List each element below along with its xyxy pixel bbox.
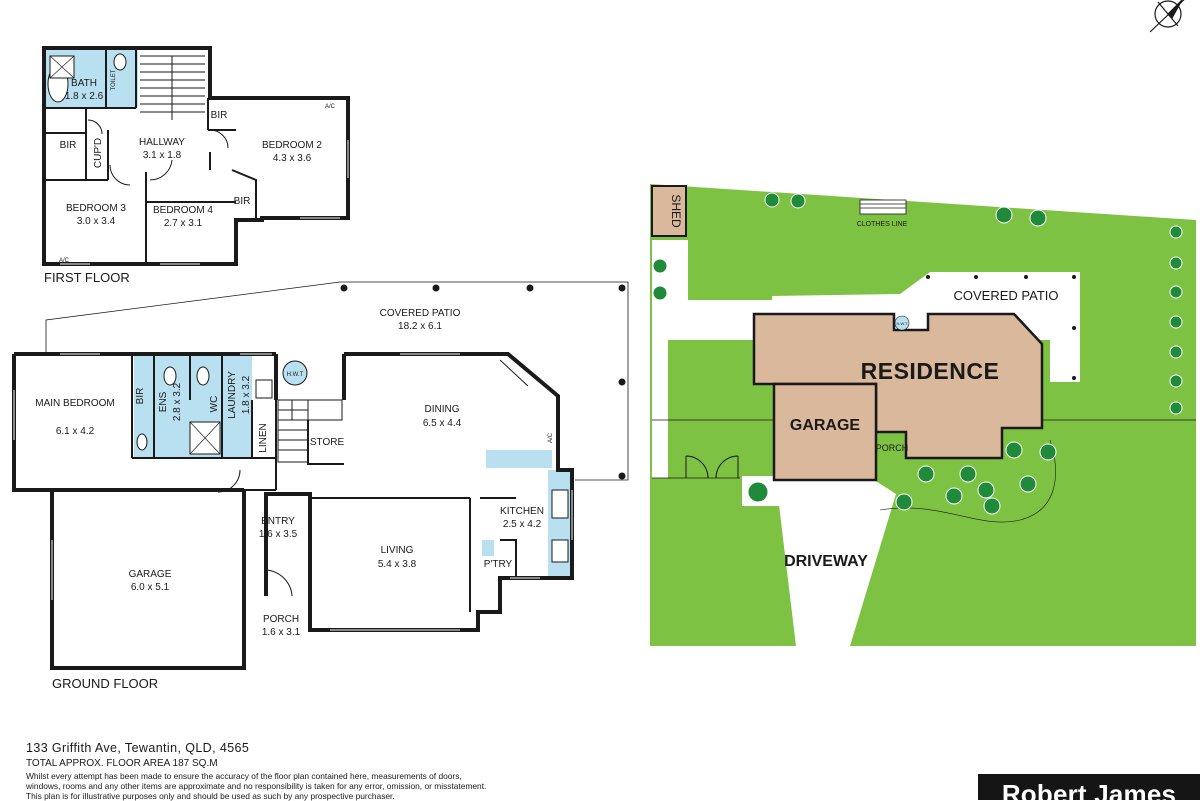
room-main-bedroom-name: MAIN BEDROOM <box>35 398 114 409</box>
site-driveway-label: DRIVEWAY <box>784 553 868 570</box>
hwt-tank <box>282 360 308 386</box>
ground-floor-doors <box>217 359 529 597</box>
site-shed-label: SHED <box>669 194 683 228</box>
room-kitchen-size: 2.5 x 4.2 <box>503 519 542 530</box>
ground-floor-plan: H.W.T A/C COVERED PATIO 18.2 x 6.1 MAIN … <box>12 281 629 691</box>
room-bir-1: BIR <box>60 140 77 151</box>
room-laundry-name: LAUNDRY <box>227 371 238 419</box>
room-bedroom-4-size: 2.7 x 3.1 <box>164 218 203 229</box>
room-ens-name: ENS <box>158 391 169 412</box>
pantry-bench <box>482 540 494 556</box>
first-floor-label: FIRST FLOOR <box>44 270 130 285</box>
room-covered-patio-name: COVERED PATIO <box>380 308 461 319</box>
room-dining-size: 6.5 x 4.4 <box>423 418 462 429</box>
room-linen-name: LINEN <box>258 423 269 452</box>
site-patio-posts <box>926 275 1076 380</box>
ac-label-bedroom-2: A/C <box>325 104 336 110</box>
site-trees <box>652 192 1183 515</box>
first-floor-stairs <box>140 55 205 120</box>
room-bedroom-2-name: BEDROOM 2 <box>262 140 322 151</box>
room-covered-patio-size: 18.2 x 6.1 <box>398 321 442 332</box>
room-hallway-size: 3.1 x 1.8 <box>143 150 182 161</box>
room-bedroom-4-name: BEDROOM 4 <box>153 205 213 216</box>
site-clothes-line <box>859 199 907 215</box>
room-bath-name: BATH <box>71 78 97 89</box>
room-garage-name: GARAGE <box>129 569 172 580</box>
disclaimer-line-1: Whilst every attempt has been made to en… <box>26 771 462 781</box>
ac-label-bedroom-3: A/C <box>59 258 70 264</box>
room-wc-name: WC <box>209 396 220 413</box>
room-laundry-size: 1.8 x 3.2 <box>241 375 252 414</box>
site-residence-label: RESIDENCE <box>861 358 1000 384</box>
total-floor-area: TOTAL APPROX. FLOOR AREA 187 SQ.M <box>26 758 218 769</box>
room-toilet-name: TOILET <box>111 69 117 90</box>
site-gate <box>685 455 739 479</box>
site-porch-label: PORCH <box>876 443 909 453</box>
ground-floor-stairs <box>277 399 343 463</box>
ground-floor-windows <box>13 353 573 631</box>
room-hallway-name: HALLWAY <box>139 137 185 148</box>
covered-patio-outline <box>45 281 629 481</box>
room-bedroom-3-size: 3.0 x 3.4 <box>77 216 116 227</box>
north-compass-icon <box>1149 0 1185 33</box>
site-garage <box>772 382 878 482</box>
plan-footer: 133 Griffith Ave, Tewantin, QLD, 4565 TO… <box>26 741 586 801</box>
disclaimer-line-3: This plan is for illustrative purposes o… <box>26 791 395 801</box>
site-hwt <box>894 315 910 331</box>
room-main-bedroom-size: 6.1 x 4.2 <box>56 426 95 437</box>
site-hwt-label: H.W.T <box>896 321 908 326</box>
wc-toilet <box>196 366 210 386</box>
room-pantry-name: P'TRY <box>484 559 513 570</box>
room-living-size: 5.4 x 3.8 <box>378 559 417 570</box>
kitchen-sink <box>551 489 569 519</box>
room-entry-name: ENTRY <box>261 516 295 527</box>
room-ens-size: 2.8 x 3.2 <box>172 382 183 421</box>
ground-floor-outer-wall-main <box>12 352 574 670</box>
site-clothes-line-label: CLOTHES LINE <box>857 221 908 228</box>
site-plan: SHED CLOTHES LINE H.W.T RESIDENCE GARAGE… <box>650 184 1196 646</box>
site-side-path <box>652 240 772 478</box>
patio-posts <box>340 284 626 480</box>
ground-floor-label: GROUND FLOOR <box>52 676 158 691</box>
ensuite-basin <box>136 433 148 451</box>
first-floor-inner-walls <box>46 48 257 264</box>
first-floor-doors <box>87 119 229 186</box>
agency-logo: Robert James <box>978 774 1200 800</box>
floor-plan-diagram: A/C A/C BATH 1.8 x 2.6 TOILET HALLWAY 3.… <box>12 0 1196 691</box>
ground-floor-inner-walls <box>131 354 517 612</box>
room-dining-name: DINING <box>425 404 460 415</box>
site-covered-patio <box>772 272 1080 382</box>
site-covered-patio-label: COVERED PATIO <box>954 288 1059 303</box>
site-garden-edge <box>879 439 1056 523</box>
room-store-name: STORE <box>310 437 345 448</box>
room-main-bir-name: BIR <box>135 388 146 405</box>
site-driveway <box>776 480 896 646</box>
room-garage-size: 6.0 x 5.1 <box>131 582 170 593</box>
room-porch-name: PORCH <box>263 614 299 625</box>
room-living-name: LIVING <box>381 545 414 556</box>
room-bath-size: 1.8 x 2.6 <box>65 91 104 102</box>
kitchen-bench <box>486 450 552 468</box>
laundry-tub <box>255 379 273 399</box>
property-address: 133 Griffith Ave, Tewantin, QLD, 4565 <box>26 741 250 755</box>
site-shed <box>651 185 687 237</box>
room-entry-size: 1.6 x 3.5 <box>259 529 298 540</box>
site-garage-label: GARAGE <box>790 417 861 434</box>
room-kitchen-name: KITCHEN <box>500 506 544 517</box>
room-bedroom-3-name: BEDROOM 3 <box>66 203 126 214</box>
ac-label-dining: A/C <box>548 432 554 443</box>
room-bedroom-2-size: 4.3 x 3.6 <box>273 153 312 164</box>
hwt-label: H.W.T <box>287 372 304 378</box>
room-cupd-name: CUP'D <box>93 138 104 168</box>
first-floor-plan: A/C A/C BATH 1.8 x 2.6 TOILET HALLWAY 3.… <box>42 46 350 285</box>
disclaimer-line-2: windows, rooms and any other items are a… <box>26 781 487 791</box>
room-bir-2: BIR <box>211 110 228 121</box>
first-floor-windows <box>60 140 349 265</box>
room-porch-size: 1.6 x 3.1 <box>262 627 301 638</box>
toilet <box>113 53 127 71</box>
room-bir-3: BIR <box>234 196 251 207</box>
kitchen-cooktop <box>551 539 569 563</box>
ensuite-toilet <box>163 366 177 386</box>
